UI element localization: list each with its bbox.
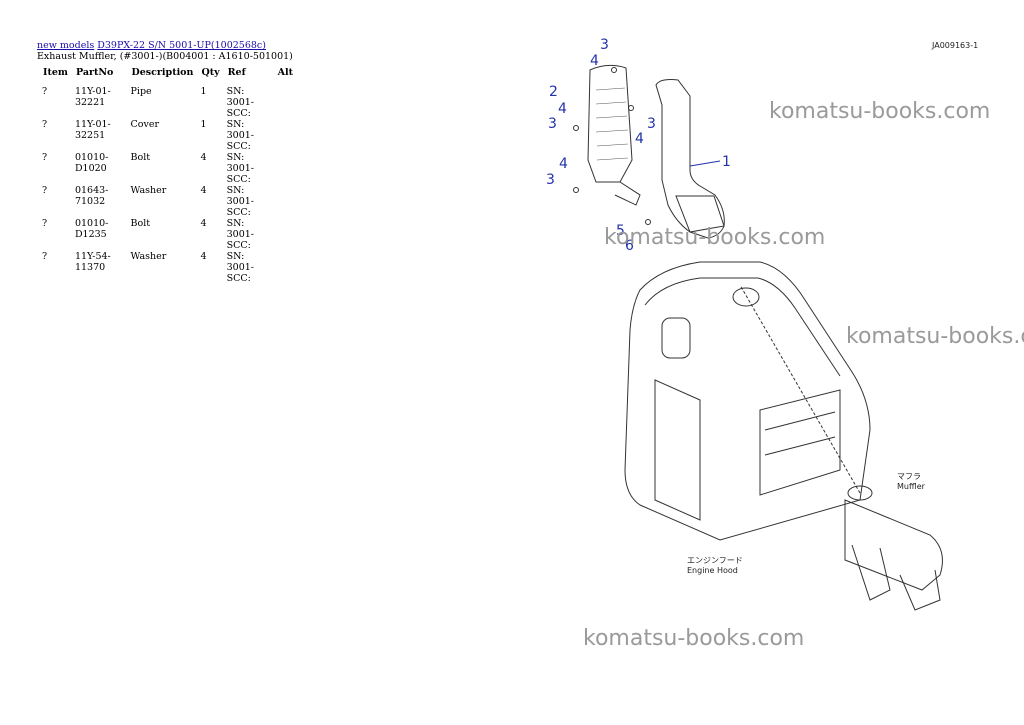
table-row: ? 11Y-01-32221 Pipe 1 SN: 3001-SCC: [39, 86, 297, 119]
perforated-cover-part [587, 64, 633, 183]
callout-label: 2 [549, 84, 558, 100]
callout-label: 3 [647, 116, 656, 132]
bolt-symbol [573, 187, 579, 193]
table-row: ? 01643-71032 Washer 4 SN: 3001-SCC: [39, 185, 297, 218]
description-cell: Cover [130, 119, 160, 130]
table-row: ? 11Y-54-11370 Washer 4 SN: 3001-SCC: [39, 251, 297, 284]
cover-perforations [595, 87, 629, 161]
column-header-item: Item [43, 67, 68, 78]
ref-cell: SN: 3001-SCC: [226, 251, 255, 284]
engine-hood-side-grille [759, 389, 841, 496]
description-cell: Bolt [130, 218, 151, 229]
bolt-symbol [628, 105, 634, 111]
description-cell: Bolt [130, 152, 151, 163]
alt-cell [274, 152, 297, 185]
muffler-leader-line [739, 284, 861, 494]
alt-cell [274, 119, 297, 152]
muffler-top-cap [847, 485, 873, 501]
description-cell: Washer [130, 251, 167, 262]
engine-hood-panel [654, 379, 701, 521]
partno-cell: 01010-D1235 [74, 218, 109, 240]
callout-label: 1 [722, 154, 731, 170]
parts-table: Item PartNo Description Qty Ref Alt ? 11… [39, 67, 297, 284]
muffler-label-jp: マフラ [897, 472, 921, 481]
item-cell: ? [42, 86, 48, 97]
partno-cell: 11Y-01-32251 [74, 119, 111, 141]
alt-cell [274, 218, 297, 251]
description-cell: Washer [130, 185, 167, 196]
muffler-body [844, 499, 943, 591]
callout-label: 4 [590, 53, 599, 69]
callout-label: 6 [625, 238, 634, 254]
cover-bracket [614, 181, 641, 206]
watermark-text: komatsu-books.com [846, 324, 1024, 349]
hood-exhaust-opening [732, 287, 760, 307]
column-header-qty: Qty [201, 67, 220, 78]
breadcrumb-model-link[interactable]: D39PX-22 S/N 5001-UP(1002568c) [97, 40, 266, 51]
hood-grille-line [764, 411, 836, 431]
exploded-parts-diagram: JA009163-1 3 4 2 4 3 3 4 1 4 3 5 6 マフラ M… [546, 37, 978, 611]
engine-hood-outline [624, 261, 871, 541]
column-header-description: Description [131, 67, 194, 78]
callout-label: 4 [558, 101, 567, 117]
bolt-symbol [645, 219, 651, 225]
qty-cell: 1 [200, 86, 207, 97]
breadcrumb-new-models-link[interactable]: new models [37, 40, 95, 51]
qty-cell: 4 [200, 152, 207, 163]
diagram-code: JA009163-1 [931, 41, 978, 50]
alt-cell [274, 86, 297, 119]
hood-precleaner [661, 317, 691, 359]
item-cell: ? [42, 251, 48, 262]
partno-cell: 01643-71032 [74, 185, 109, 207]
ref-cell: SN: 3001-SCC: [226, 86, 255, 119]
muffler-bracket [851, 544, 941, 611]
bolt-symbol [573, 125, 579, 131]
item-cell: ? [42, 152, 48, 163]
callout-label: 5 [616, 223, 625, 239]
callout-label: 3 [548, 116, 557, 132]
ref-cell: SN: 3001-SCC: [226, 185, 255, 218]
watermark-text: komatsu-books.com [769, 99, 991, 124]
ref-cell: SN: 3001-SCC: [226, 119, 255, 152]
bolt-symbol [611, 67, 617, 73]
page-title: Exhaust Muffler, (#3001-)(B004001 : A161… [37, 51, 293, 62]
callout-label: 4 [559, 156, 568, 172]
description-cell: Pipe [130, 86, 152, 97]
engine-hood-label-jp: エンジンフード [687, 556, 743, 565]
hood-grille-line [764, 436, 836, 456]
qty-cell: 4 [200, 251, 207, 262]
qty-cell: 4 [200, 218, 207, 229]
alt-cell [274, 185, 297, 218]
item-cell: ? [42, 218, 48, 229]
muffler-label-en: Muffler [897, 482, 926, 491]
qty-cell: 4 [200, 185, 207, 196]
table-row: ? 01010-D1020 Bolt 4 SN: 3001-SCC: [39, 152, 297, 185]
column-header-alt: Alt [277, 67, 293, 78]
table-row: ? 11Y-01-32251 Cover 1 SN: 3001-SCC: [39, 119, 297, 152]
partno-cell: 01010-D1020 [74, 152, 109, 174]
item-cell: ? [42, 119, 48, 130]
ref-cell: SN: 3001-SCC: [226, 152, 255, 185]
table-row: ? 01010-D1235 Bolt 4 SN: 3001-SCC: [39, 218, 297, 251]
callout-label: 3 [546, 172, 555, 188]
engine-hood-label-en: Engine Hood [687, 566, 738, 575]
qty-cell: 1 [200, 119, 207, 130]
partno-cell: 11Y-54-11370 [74, 251, 111, 273]
watermark-text: komatsu-books.com [583, 626, 805, 651]
ref-cell: SN: 3001-SCC: [226, 218, 255, 251]
alt-cell [274, 251, 297, 284]
partno-cell: 11Y-01-32221 [74, 86, 111, 108]
column-header-ref: Ref [227, 67, 246, 78]
watermark-text: komatsu-books.com [604, 225, 826, 250]
exhaust-pipe-part [655, 79, 725, 239]
callout-label: 4 [635, 131, 644, 147]
pipe-leader-line-1 [689, 160, 721, 167]
callout-label: 3 [600, 37, 609, 53]
engine-hood-inner-line [644, 277, 841, 377]
column-header-partno: PartNo [75, 67, 114, 78]
exhaust-pipe-flange [675, 195, 725, 233]
item-cell: ? [42, 185, 48, 196]
